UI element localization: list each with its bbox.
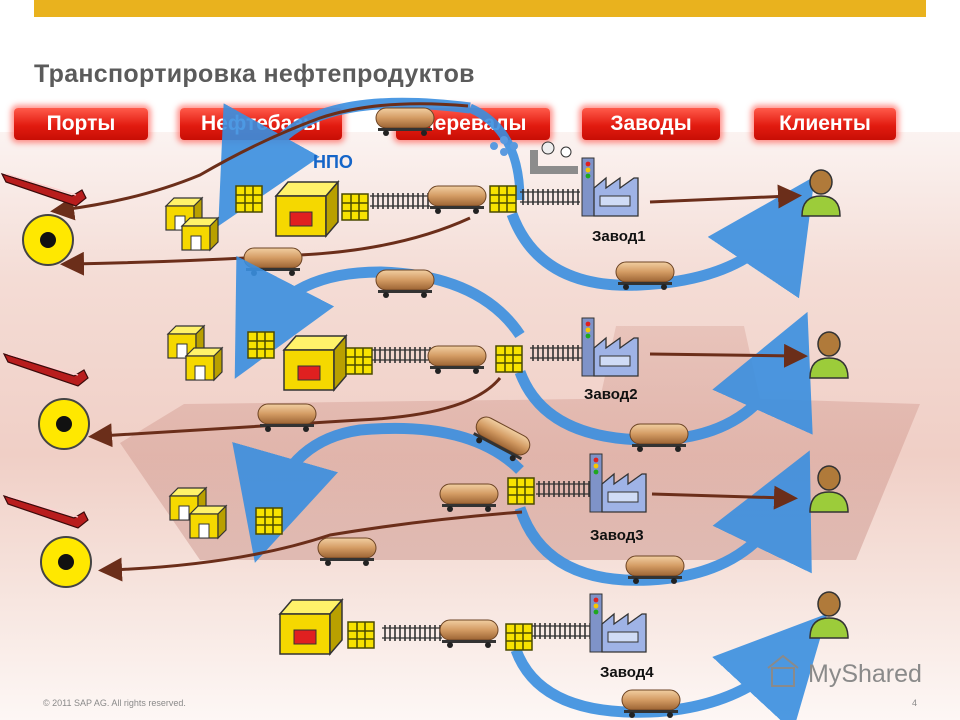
- rail-track-icon: [369, 191, 431, 211]
- row3-brown-return: [98, 510, 523, 582]
- tank-wagon-icon: [427, 345, 487, 375]
- plant-label-1: Завод1: [592, 228, 646, 245]
- oil-depot-icon: [279, 599, 343, 655]
- tank-wagon-icon: [427, 185, 487, 215]
- page-title: Транспортировка нефтепродуктов: [34, 60, 475, 88]
- rack-icon: [505, 623, 533, 651]
- rack-icon: [341, 193, 369, 221]
- row3-loop-arrow: [232, 422, 524, 563]
- rail-track-icon: [535, 479, 597, 499]
- factory-icon: [581, 157, 639, 217]
- category-clients: Клиенты: [754, 108, 896, 140]
- top-accent-bar: [34, 0, 926, 17]
- oil-depot-icon: [283, 335, 347, 391]
- factory-icon: [589, 593, 647, 653]
- client-icon: [809, 591, 849, 639]
- port-icon: [22, 214, 74, 266]
- tank-wagon-icon: [439, 483, 499, 513]
- tanker-ship-icon: [1, 173, 87, 207]
- row3-client-arrow: [651, 485, 798, 510]
- row3-plant-arrow: [514, 450, 812, 586]
- rail-track-icon: [531, 621, 593, 641]
- tank-wagon-icon: [439, 619, 499, 649]
- brand-logo-icon: [767, 654, 799, 687]
- client-icon: [809, 331, 849, 379]
- rail-track-icon: [371, 345, 433, 365]
- port-icon: [40, 536, 92, 588]
- client-icon: [801, 169, 841, 217]
- brand-name: MyShared: [808, 660, 922, 688]
- row2-client-arrow: [649, 343, 808, 368]
- tanker-ship-icon: [3, 353, 89, 387]
- rail-track-icon: [519, 187, 581, 207]
- npo-label: НПО: [313, 152, 353, 172]
- plant-label-4: Завод4: [600, 664, 654, 681]
- port-icon: [38, 398, 90, 450]
- factory-icon: [581, 317, 639, 377]
- small-depot-icon: [185, 347, 223, 381]
- tank-wagon-icon: [375, 269, 435, 299]
- category-plants: Заводы: [582, 108, 720, 140]
- rail-track-icon: [381, 623, 443, 643]
- category-ports: Порты: [14, 108, 148, 140]
- rack-icon: [255, 507, 283, 535]
- tank-wagon-icon: [375, 107, 435, 137]
- tank-wagon-icon: [257, 403, 317, 433]
- small-depot-icon: [181, 217, 219, 251]
- rack-icon: [247, 331, 275, 359]
- tank-wagon-icon: [243, 247, 303, 277]
- pump-icon: [490, 136, 518, 156]
- page-number: 4: [912, 698, 918, 708]
- oil-depot-icon: [275, 181, 339, 237]
- row2-brown-return: [88, 377, 502, 448]
- rack-icon: [507, 477, 535, 505]
- npo-loop-arrow: [218, 97, 471, 227]
- plant-label-3: Завод3: [590, 527, 644, 544]
- rack-icon: [495, 345, 523, 373]
- rack-icon: [235, 185, 263, 213]
- small-depot-icon: [189, 505, 227, 539]
- factory-icon: [589, 453, 647, 513]
- tanker-ship-icon: [3, 495, 89, 529]
- footer-copyright: © 2011 SAP AG. All rights reserved.: [43, 698, 186, 708]
- tank-wagon-icon: [317, 537, 377, 567]
- row1-brown-top: [50, 102, 469, 221]
- pipeline-valve-icon: [530, 141, 578, 174]
- row1-client-arrow: [649, 184, 802, 209]
- client-icon: [809, 465, 849, 513]
- rail-track-icon: [529, 343, 591, 363]
- rack-icon: [345, 347, 373, 375]
- tank-wagon-icon: [629, 423, 689, 453]
- plant-label-2: Завод2: [584, 386, 638, 403]
- rack-icon: [347, 621, 375, 649]
- rack-icon: [489, 185, 517, 213]
